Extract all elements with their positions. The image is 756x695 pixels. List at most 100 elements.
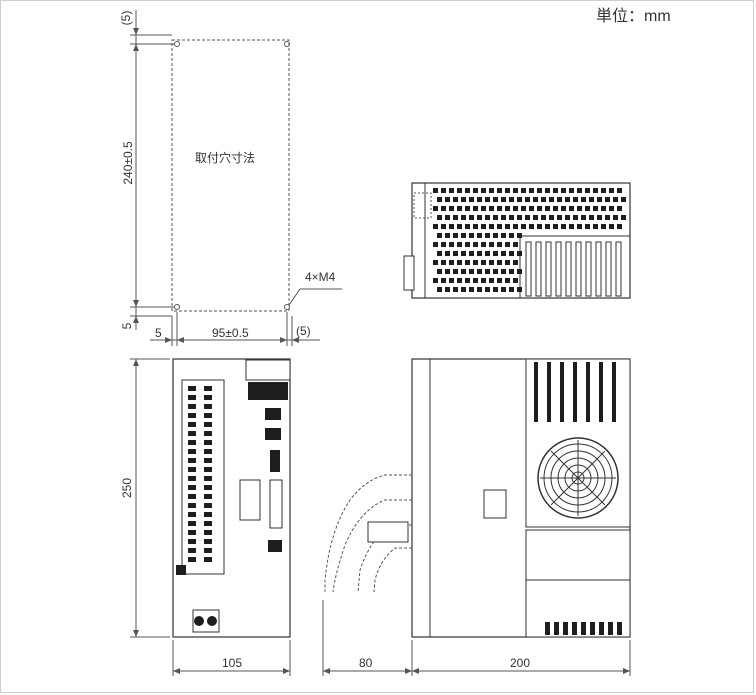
vent-slot xyxy=(481,224,486,229)
lower-fin xyxy=(617,622,622,635)
fan-spoke xyxy=(550,477,579,506)
vent-slot xyxy=(593,206,598,211)
terminal-pin xyxy=(188,485,196,490)
vent-slot xyxy=(465,242,470,247)
terminal-pin xyxy=(204,521,212,526)
vent-slot xyxy=(437,215,442,220)
vent-slot xyxy=(517,269,522,274)
vent-slot xyxy=(605,215,610,220)
vent-slot xyxy=(497,206,502,211)
ground-terminals xyxy=(192,609,220,633)
vent-slot xyxy=(437,269,442,274)
vent-slot xyxy=(473,188,478,193)
vent-slot xyxy=(457,260,462,265)
terminal-pin xyxy=(204,413,212,418)
vent-slot xyxy=(505,260,510,265)
vent-slot xyxy=(609,188,614,193)
terminal-pin xyxy=(188,404,196,409)
vent-slot xyxy=(545,224,550,229)
vent-slot xyxy=(609,206,614,211)
vent-slot xyxy=(569,224,574,229)
vent-slot xyxy=(501,233,506,238)
vent-slot xyxy=(577,206,582,211)
heatsink-fin xyxy=(615,241,622,297)
vent-slot xyxy=(469,269,474,274)
vent-slot xyxy=(533,197,538,202)
terminal-pin xyxy=(188,440,196,445)
vent-slot xyxy=(481,278,486,283)
vent-slot xyxy=(501,251,506,256)
vent-slot xyxy=(477,251,482,256)
vent-slot xyxy=(449,278,454,283)
vent-slot xyxy=(613,215,618,220)
vent-slot xyxy=(433,278,438,283)
vent-slot xyxy=(457,224,462,229)
terminal-pin xyxy=(188,431,196,436)
vent-slot xyxy=(461,197,466,202)
vent-slot xyxy=(505,206,510,211)
vent-slot xyxy=(505,224,510,229)
vent-slot xyxy=(437,251,442,256)
vent-slot xyxy=(529,224,534,229)
vent-slot xyxy=(557,215,562,220)
terminal-pin xyxy=(204,431,212,436)
vent-slot xyxy=(437,233,442,238)
terminal-pin xyxy=(188,530,196,535)
heatsink-fin xyxy=(555,241,562,297)
side-depth-label: 200 xyxy=(510,656,531,670)
vent-slot xyxy=(493,233,498,238)
vent-slot xyxy=(473,206,478,211)
vent-slot xyxy=(537,206,542,211)
vent-slot xyxy=(573,197,578,202)
vent-slot xyxy=(617,206,622,211)
terminal-pin xyxy=(204,449,212,454)
vent-slot xyxy=(461,233,466,238)
vent-slot xyxy=(469,233,474,238)
heatsink-fin xyxy=(535,241,542,297)
fan-grill xyxy=(540,440,616,516)
mount-hole-tr xyxy=(284,41,290,47)
vent-slot xyxy=(453,251,458,256)
vent-slot xyxy=(489,242,494,247)
vent-slot xyxy=(497,278,502,283)
mounting-dim-arrows xyxy=(133,28,299,343)
front-display xyxy=(248,382,288,400)
vent-slot xyxy=(565,215,570,220)
vent-slot xyxy=(449,242,454,247)
vent-slot xyxy=(481,260,486,265)
lower-fin xyxy=(599,622,604,635)
vent-slot xyxy=(537,224,542,229)
mount-hole-tl xyxy=(174,41,180,47)
vent-slot xyxy=(537,188,542,193)
terminal-pin xyxy=(204,467,212,472)
vent-slot xyxy=(577,224,582,229)
vent-slot xyxy=(501,269,506,274)
vent-slot xyxy=(465,260,470,265)
vent-slot xyxy=(497,224,502,229)
vent-slot xyxy=(517,215,522,220)
vent-slot xyxy=(513,206,518,211)
vent-slot xyxy=(561,188,566,193)
vent-slot xyxy=(493,269,498,274)
mount-hole-bl xyxy=(174,304,180,310)
vent-slot xyxy=(477,215,482,220)
vent-slot xyxy=(517,233,522,238)
vent-slot xyxy=(513,188,518,193)
vent-slot xyxy=(585,188,590,193)
vent-slot xyxy=(585,206,590,211)
lower-fin xyxy=(572,622,577,635)
vent-slot xyxy=(481,188,486,193)
fan-spoke xyxy=(577,477,606,506)
top-vent-slots xyxy=(433,188,626,292)
vent-slot xyxy=(485,233,490,238)
vent-slot xyxy=(617,224,622,229)
vent-slot xyxy=(457,188,462,193)
vent-slot xyxy=(597,215,602,220)
vent-slot xyxy=(561,206,566,211)
vent-slot xyxy=(505,188,510,193)
vent-slot xyxy=(557,197,562,202)
terminal-pin xyxy=(204,395,212,400)
